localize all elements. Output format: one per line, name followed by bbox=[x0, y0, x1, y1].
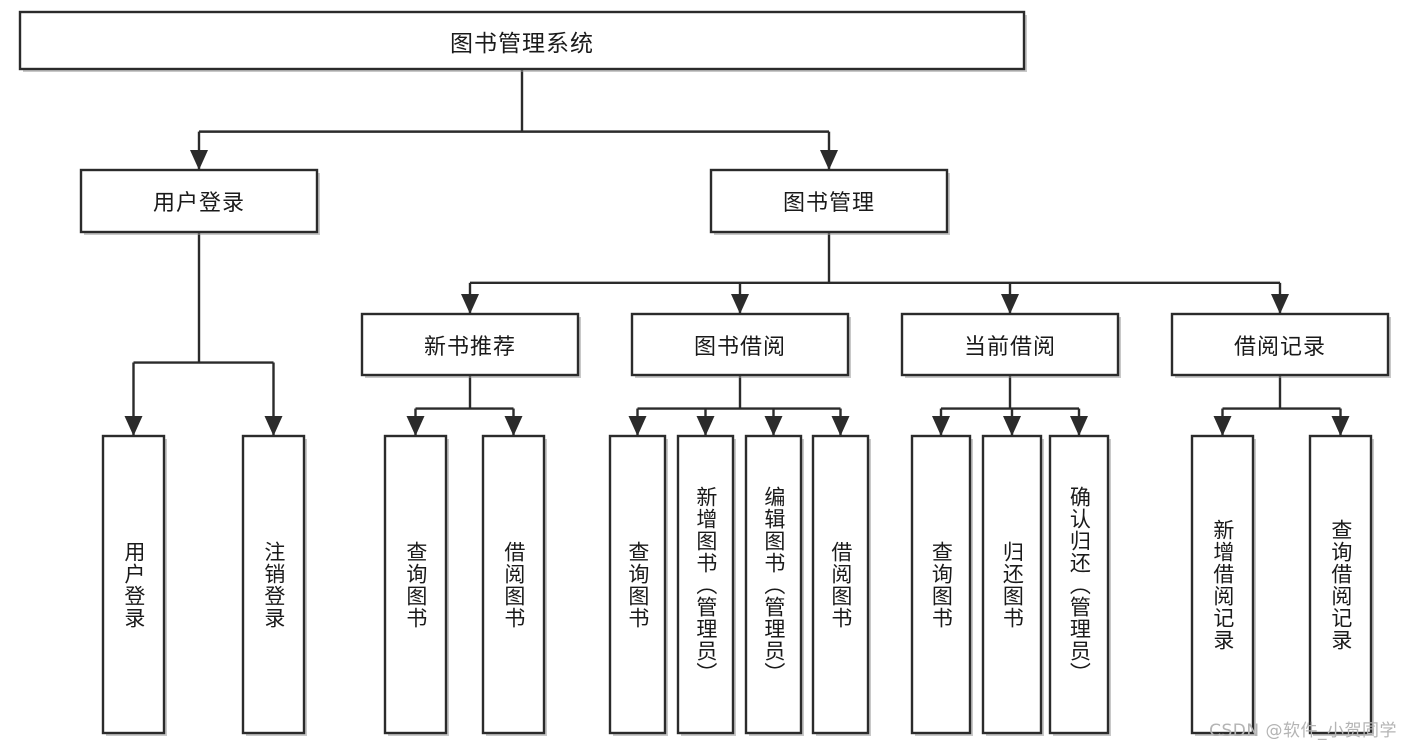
node-box[interactable] bbox=[383, 434, 448, 735]
node-box[interactable] bbox=[101, 434, 166, 735]
node-box[interactable] bbox=[18, 10, 1026, 71]
arrow-head-icon bbox=[1003, 416, 1021, 436]
node-box[interactable] bbox=[79, 168, 319, 234]
node-box[interactable] bbox=[1048, 434, 1110, 735]
node-box[interactable] bbox=[630, 312, 850, 377]
node-leaf-bor-3[interactable] bbox=[744, 434, 804, 736]
node-records[interactable] bbox=[1170, 312, 1391, 378]
arrow-head-icon bbox=[1331, 416, 1350, 436]
arrow-head-icon bbox=[764, 416, 783, 436]
arrow-head-icon bbox=[932, 416, 950, 436]
node-leaf-rec-1[interactable] bbox=[1190, 434, 1256, 736]
arrow-head-icon bbox=[1001, 294, 1019, 314]
node-box[interactable] bbox=[608, 434, 667, 735]
node-leaf-login-1[interactable] bbox=[101, 434, 167, 736]
node-box[interactable] bbox=[360, 312, 580, 377]
node-leaf-new-1[interactable] bbox=[383, 434, 449, 736]
node-leaf-rec-2[interactable] bbox=[1308, 434, 1374, 736]
node-root[interactable] bbox=[18, 10, 1027, 72]
node-box[interactable] bbox=[981, 434, 1043, 735]
arrow-head-icon bbox=[461, 294, 479, 314]
node-bookmgmt[interactable] bbox=[709, 168, 950, 235]
node-box[interactable] bbox=[481, 434, 546, 735]
node-leaf-cur-3[interactable] bbox=[1048, 434, 1111, 736]
node-login[interactable] bbox=[79, 168, 320, 235]
arrow-head-icon bbox=[731, 294, 749, 314]
node-leaf-bor-1[interactable] bbox=[608, 434, 668, 736]
arrow-head-icon bbox=[504, 416, 523, 436]
arrow-head-icon bbox=[1213, 416, 1232, 436]
arrow-head-icon bbox=[406, 416, 425, 436]
nodes-layer bbox=[18, 10, 1391, 736]
arrow-head-icon bbox=[264, 416, 283, 436]
edges-layer bbox=[124, 69, 1350, 436]
arrow-head-icon bbox=[1070, 416, 1088, 436]
node-box[interactable] bbox=[709, 168, 949, 234]
node-leaf-cur-1[interactable] bbox=[910, 434, 973, 736]
node-box[interactable] bbox=[900, 312, 1120, 377]
node-box[interactable] bbox=[1190, 434, 1255, 735]
node-box[interactable] bbox=[1308, 434, 1373, 735]
node-box[interactable] bbox=[910, 434, 972, 735]
node-leaf-cur-2[interactable] bbox=[981, 434, 1044, 736]
arrow-head-icon bbox=[696, 416, 715, 436]
arrow-head-icon bbox=[628, 416, 647, 436]
node-leaf-bor-2[interactable] bbox=[676, 434, 736, 736]
node-box[interactable] bbox=[811, 434, 870, 735]
node-box[interactable] bbox=[676, 434, 735, 735]
arrow-head-icon bbox=[1271, 294, 1289, 314]
node-current[interactable] bbox=[900, 312, 1121, 378]
node-leaf-login-2[interactable] bbox=[241, 434, 307, 736]
node-borrow[interactable] bbox=[630, 312, 851, 378]
node-box[interactable] bbox=[1170, 312, 1390, 377]
node-leaf-new-2[interactable] bbox=[481, 434, 547, 736]
arrow-head-icon bbox=[190, 150, 208, 170]
node-box[interactable] bbox=[744, 434, 803, 735]
node-leaf-bor-4[interactable] bbox=[811, 434, 871, 736]
node-box[interactable] bbox=[241, 434, 306, 735]
arrow-head-icon bbox=[124, 416, 143, 436]
arrow-head-icon bbox=[831, 416, 850, 436]
arrow-head-icon bbox=[820, 150, 838, 170]
node-newbook[interactable] bbox=[360, 312, 581, 378]
